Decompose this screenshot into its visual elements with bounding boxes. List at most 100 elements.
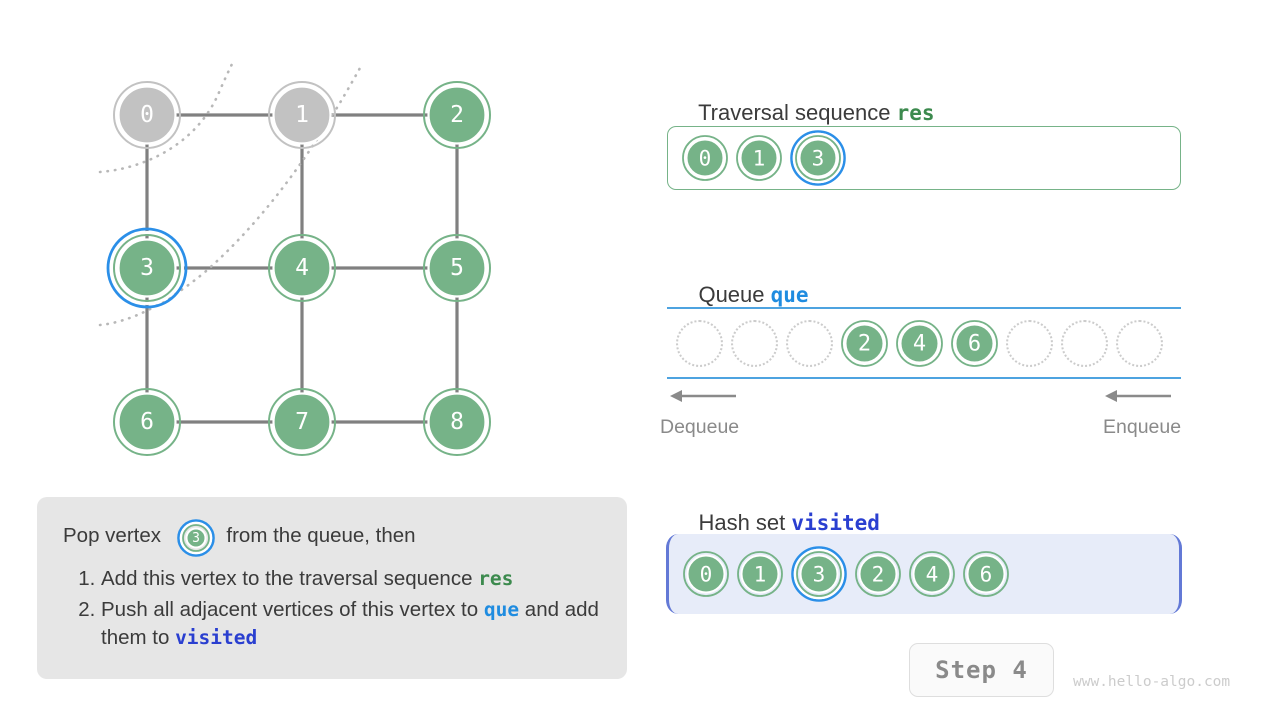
graph-canvas: 0 1 2 3 4 5 6 7 8 xyxy=(98,58,491,456)
node-label: 6 xyxy=(140,409,154,435)
explanation-lead-after: from the queue, then xyxy=(220,524,416,547)
chip-label: 3 xyxy=(192,531,200,546)
chip-visited: 0 xyxy=(682,135,728,181)
node-body xyxy=(272,85,332,145)
node-body xyxy=(117,392,177,452)
queue-title-code: que xyxy=(770,283,809,307)
node-label: 5 xyxy=(450,255,464,281)
graph-node-5[interactable]: 5 xyxy=(423,234,491,302)
chip-current: 3 xyxy=(176,519,215,557)
dequeue-label: Dequeue xyxy=(660,416,740,438)
step-badge: Step 4 xyxy=(909,643,1054,697)
chip-body xyxy=(954,323,995,363)
node-body xyxy=(117,238,177,298)
chip-outer-ring xyxy=(795,135,841,181)
node-body xyxy=(427,392,487,452)
node-outer-ring xyxy=(268,234,336,302)
chip-label: 0 xyxy=(699,147,712,171)
chip-visited: 2 xyxy=(855,551,901,597)
chip-body xyxy=(686,554,726,594)
chip-highlight-ring xyxy=(176,519,215,557)
chip-body xyxy=(799,554,839,594)
step-text: Add this vertex to the traversal sequenc… xyxy=(101,567,479,590)
node-outer-ring xyxy=(113,81,181,149)
node-body xyxy=(427,85,487,145)
chip-label: 0 xyxy=(700,563,713,587)
node-outer-ring xyxy=(113,388,181,456)
chip-outer-ring xyxy=(951,319,998,367)
bfs-frontier-curve xyxy=(98,66,362,327)
chip-body xyxy=(844,323,885,363)
node-label: 0 xyxy=(140,102,154,128)
dequeue-arrow-icon xyxy=(670,390,736,402)
node-label: 3 xyxy=(140,255,154,281)
step-code: que xyxy=(483,598,520,622)
explanation-lead: Pop vertex 3 from the queue, then xyxy=(63,519,601,557)
step-text: Push all adjacent vertices of this verte… xyxy=(101,598,484,622)
node-outer-ring xyxy=(268,388,336,456)
node-body xyxy=(272,238,332,298)
queue-slot-empty xyxy=(786,319,833,367)
node-label: 2 xyxy=(450,102,464,128)
node-body xyxy=(272,392,332,452)
queue-slot-empty xyxy=(1116,319,1163,367)
queue-slot-empty xyxy=(1006,319,1053,367)
explanation-step: Push all adjacent vertices of this verte… xyxy=(101,596,601,651)
graph-node-1[interactable]: 1 xyxy=(268,81,336,149)
node-highlight-ring xyxy=(106,227,188,309)
bfs-frontier-curve xyxy=(98,58,236,174)
chip-label: 4 xyxy=(926,563,939,587)
chip-visited: 4 xyxy=(909,551,955,597)
chip-body xyxy=(740,554,780,594)
graph-node-3[interactable]: 3 xyxy=(106,227,188,309)
graph-node-4[interactable]: 4 xyxy=(268,234,336,302)
queue-slot-filled: 4 xyxy=(896,319,943,367)
chip-body xyxy=(966,554,1006,594)
chip-visited: 1 xyxy=(736,135,782,181)
chip-body xyxy=(858,554,898,594)
visited-title-code: visited xyxy=(791,511,880,535)
enqueue-arrow-icon xyxy=(1105,390,1171,402)
chip-current: 3 xyxy=(790,130,846,186)
graph-node-0[interactable]: 0 xyxy=(113,81,181,149)
explanation-panel: Pop vertex 3 from the queue, then Add th… xyxy=(37,497,627,679)
chip-body xyxy=(685,138,725,178)
chip-outer-ring xyxy=(181,524,210,552)
explanation-lead-before: Pop vertex xyxy=(63,524,167,547)
chip-white-gap xyxy=(793,548,845,600)
chip-label: 2 xyxy=(858,331,871,356)
chip-label: 3 xyxy=(812,147,825,171)
step-code: visited xyxy=(175,625,258,649)
chip-label: 1 xyxy=(753,147,766,171)
node-outer-ring xyxy=(423,234,491,302)
node-outer-ring xyxy=(423,388,491,456)
node-label: 4 xyxy=(295,255,309,281)
chip-body xyxy=(798,138,838,178)
chip-outer-ring xyxy=(896,319,943,367)
node-label: 8 xyxy=(450,409,464,435)
chip-outer-ring xyxy=(855,551,901,597)
graph-node-6[interactable]: 6 xyxy=(113,388,181,456)
step-code: res xyxy=(478,567,514,590)
queue-slot-filled: 2 xyxy=(841,319,888,367)
node-label: 7 xyxy=(295,409,309,435)
chip-outer-ring xyxy=(841,319,888,367)
chip-label: 2 xyxy=(872,563,885,587)
graph-node-2[interactable]: 2 xyxy=(423,81,491,149)
chip-visited: 6 xyxy=(963,551,1009,597)
queue-section-title: Queue que xyxy=(674,256,809,334)
graph-node-7[interactable]: 7 xyxy=(268,388,336,456)
queue-slot-filled: 6 xyxy=(951,319,998,367)
chip-white-gap xyxy=(792,132,844,184)
queue-rail-bottom xyxy=(667,377,1181,379)
graph-node-8[interactable]: 8 xyxy=(423,388,491,456)
chip-label: 6 xyxy=(980,563,993,587)
chip-body xyxy=(912,554,952,594)
chip-outer-ring xyxy=(909,551,955,597)
chip-body xyxy=(739,138,779,178)
chip-label: 4 xyxy=(913,331,926,356)
node-white-gap xyxy=(110,231,184,305)
